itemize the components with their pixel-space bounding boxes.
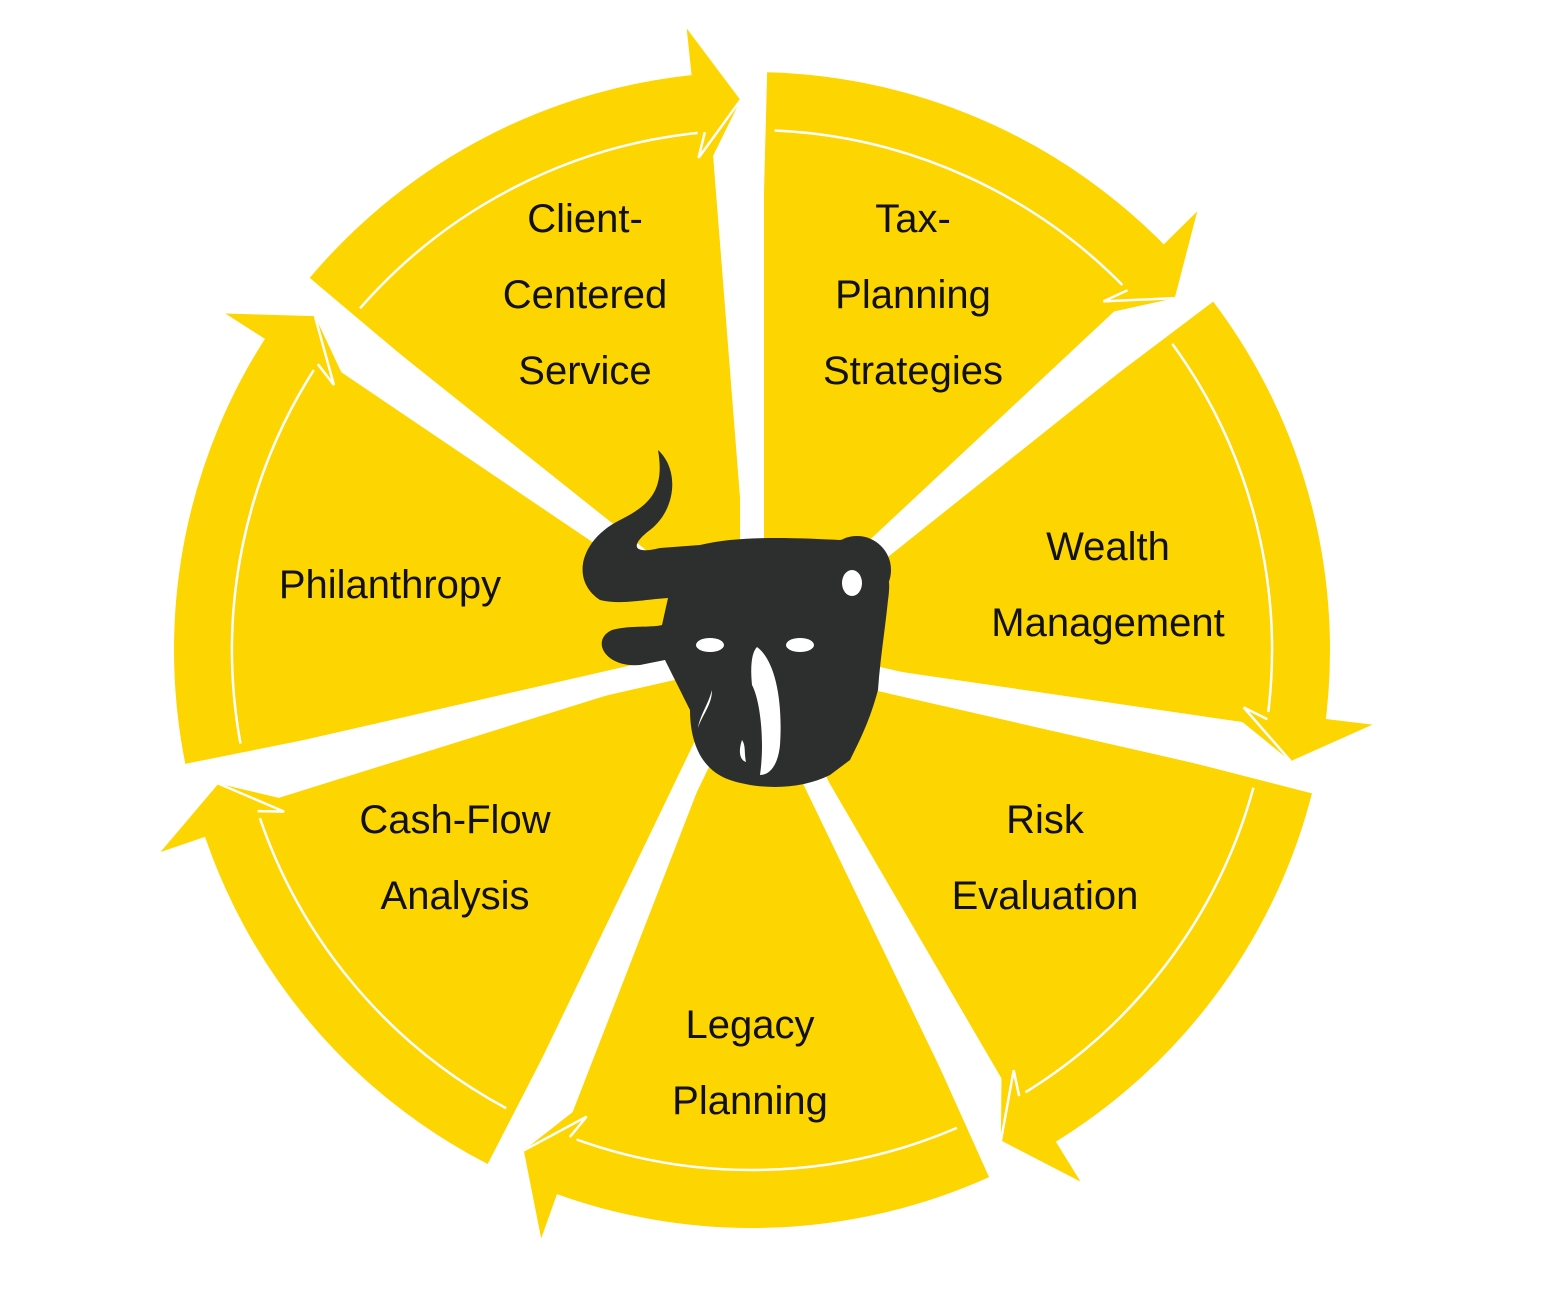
segment-wedge bbox=[200, 650, 753, 1165]
segment-label-line: Analysis bbox=[380, 874, 530, 918]
arrowhead-outline bbox=[697, 99, 742, 159]
segment-label-line: Planning bbox=[835, 273, 991, 317]
segment-divider bbox=[146, 638, 755, 800]
segment-wedge bbox=[542, 650, 990, 1229]
segment-label-line: Service bbox=[518, 349, 652, 393]
segment-wedge bbox=[752, 650, 1312, 1150]
segment-label-line: Cash-Flow bbox=[359, 798, 551, 842]
arrowhead-icon bbox=[160, 783, 303, 853]
arrowhead-outline bbox=[313, 315, 336, 386]
arrowhead-outline bbox=[217, 782, 285, 813]
segment-label-line: Centered bbox=[502, 273, 668, 317]
arrow-band-line bbox=[774, 129, 1130, 293]
segment-label-line: Strategies bbox=[822, 349, 1004, 393]
segment-label-line: Wealth bbox=[1046, 525, 1170, 569]
segment-label-line: Legacy bbox=[685, 1003, 815, 1047]
arrowhead-icon bbox=[1223, 706, 1373, 762]
segment-label: Philanthropy bbox=[279, 547, 501, 623]
arrowhead-icon bbox=[1090, 211, 1198, 317]
bull-bear-head-icon bbox=[582, 450, 891, 787]
arrow-band-line bbox=[230, 361, 320, 744]
segment-wedge bbox=[752, 301, 1330, 735]
arrowhead-outline bbox=[1102, 289, 1175, 303]
arrowhead-icon bbox=[1000, 1054, 1081, 1182]
arrow-band-line bbox=[1016, 787, 1255, 1099]
segment-label-line: Management bbox=[991, 601, 1225, 645]
arrowhead-outline bbox=[1242, 706, 1292, 762]
arrow-band-line bbox=[255, 809, 507, 1110]
arrowhead-outline bbox=[999, 1069, 1021, 1141]
arrow-band-line bbox=[359, 130, 707, 310]
arrow-band-line bbox=[567, 1126, 958, 1172]
segment-wedge bbox=[309, 73, 752, 650]
arrow-band-line bbox=[1171, 343, 1274, 722]
segment-label-line: Planning bbox=[672, 1079, 828, 1123]
segment-label-line: Philanthropy bbox=[278, 563, 502, 607]
arrowhead-outline bbox=[523, 1115, 588, 1152]
segment-label-line: Tax- bbox=[875, 197, 951, 241]
segment-wedge bbox=[752, 72, 1175, 651]
segment-label-line: Risk bbox=[1006, 798, 1084, 842]
arrowhead-icon bbox=[686, 28, 741, 178]
segment-label-line: Client- bbox=[527, 197, 643, 241]
segment-label-line: Evaluation bbox=[951, 874, 1139, 918]
